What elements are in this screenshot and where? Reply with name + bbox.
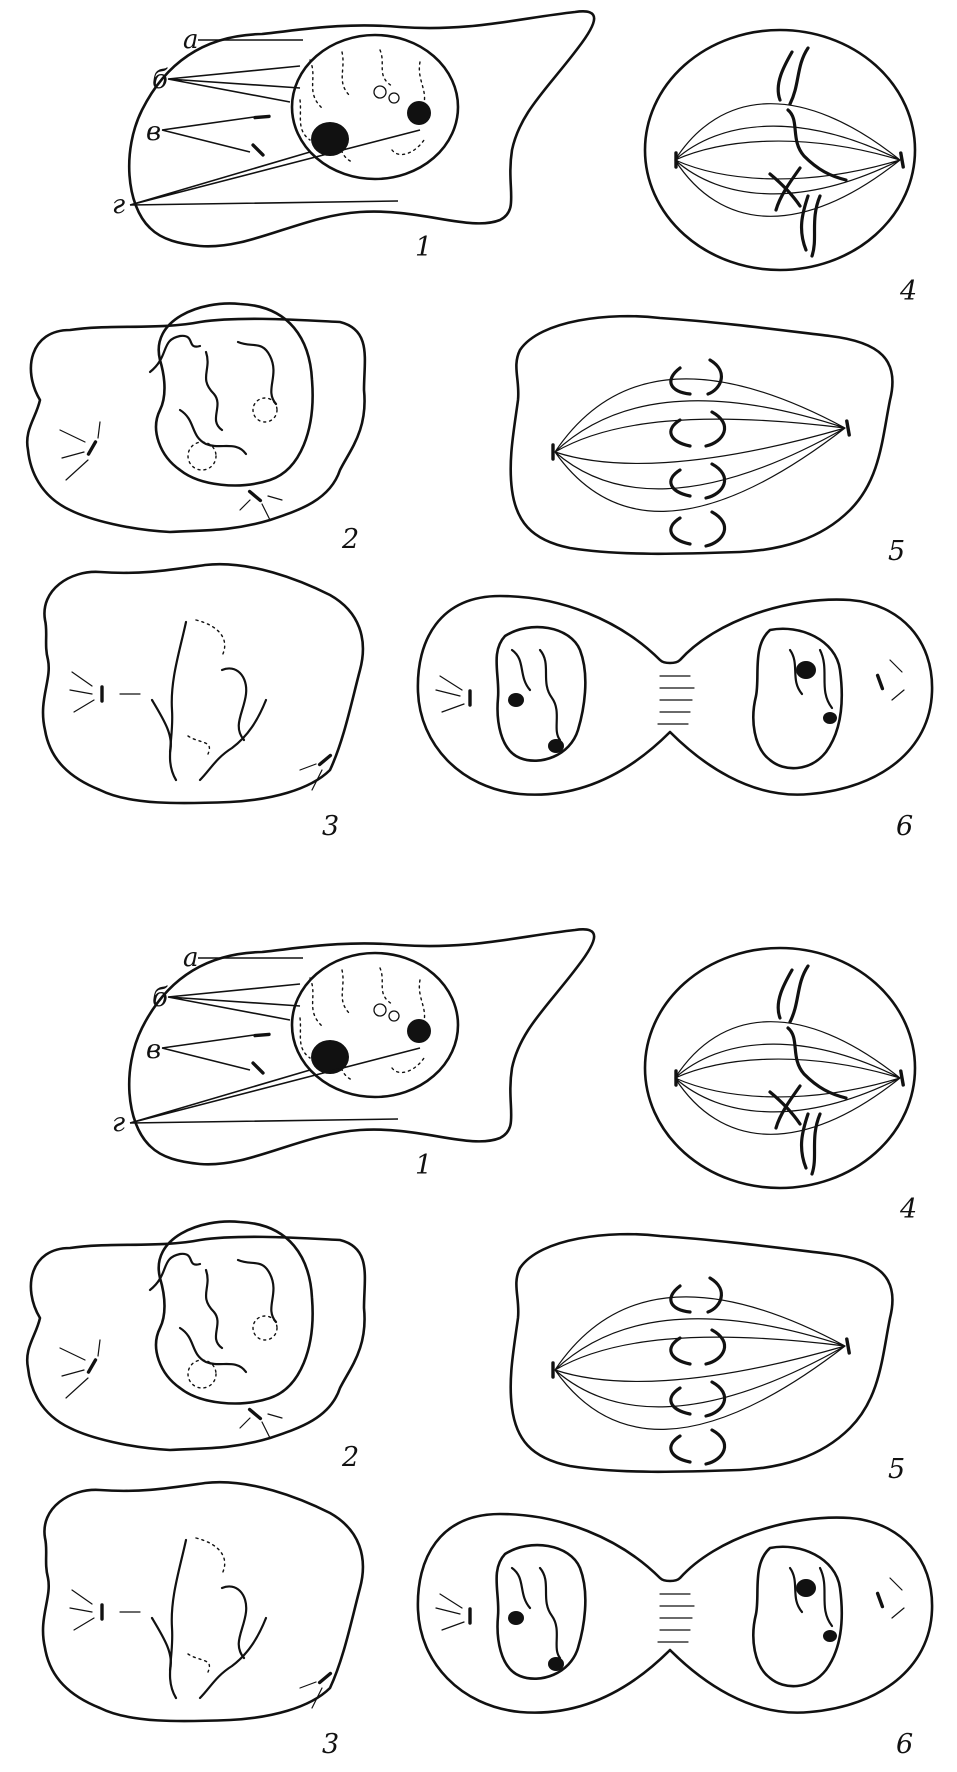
stage-number-2-bottom: 2: [341, 1442, 359, 1473]
stage-3-prometaphase-cell-bottom: 3: [43, 1482, 363, 1760]
stage-5-anaphase-cell-bottom: 5: [511, 1234, 906, 1485]
stage-number-3: 3: [322, 811, 339, 842]
stage-number-2: 2: [341, 524, 359, 555]
callout-label-v: в: [146, 117, 161, 147]
stage-6-telophase-cell: 6: [418, 596, 932, 842]
callout-label-b-bottom: б: [152, 983, 168, 1013]
stage-2-prophase-cell-bottom: 2: [27, 1221, 365, 1473]
stage-number-5-bottom: 5: [888, 1454, 905, 1485]
stage-5-anaphase-cell: 5: [511, 316, 906, 567]
stage-2-prophase-cell: 2: [27, 303, 365, 555]
stage-1-interphase-cell: а б в г 1: [112, 11, 594, 263]
stage-number-1: 1: [415, 232, 432, 263]
stage-6-telophase-cell-bottom: 6: [418, 1514, 932, 1760]
stage-number-1-bottom: 1: [415, 1150, 432, 1181]
stage-4-metaphase-cell-bottom: 4: [645, 948, 917, 1225]
callout-label-v-bottom: в: [146, 1035, 161, 1065]
stage-3-prometaphase-cell: 3: [43, 564, 363, 842]
stage-number-6-bottom: 6: [896, 1729, 913, 1760]
stage-number-3-bottom: 3: [322, 1729, 339, 1760]
stage-1-interphase-cell-bottom: а б в г 1: [112, 929, 594, 1181]
diagram-panel-top: а б в г 1 2: [27, 11, 932, 842]
callout-label-g-bottom: г: [112, 1108, 125, 1138]
callout-label-a-bottom: а: [183, 943, 199, 973]
stage-number-6: 6: [896, 811, 913, 842]
diagram-panel-bottom: а б в г 1 2: [27, 929, 932, 1760]
stage-number-4-bottom: 4: [899, 1194, 917, 1225]
stage-4-metaphase-cell: 4: [645, 30, 917, 307]
stage-number-4: 4: [899, 276, 917, 307]
callout-label-a: а: [183, 25, 199, 55]
stage-number-5: 5: [888, 536, 905, 567]
callout-label-g: г: [112, 190, 125, 220]
callout-label-b: б: [152, 65, 168, 95]
